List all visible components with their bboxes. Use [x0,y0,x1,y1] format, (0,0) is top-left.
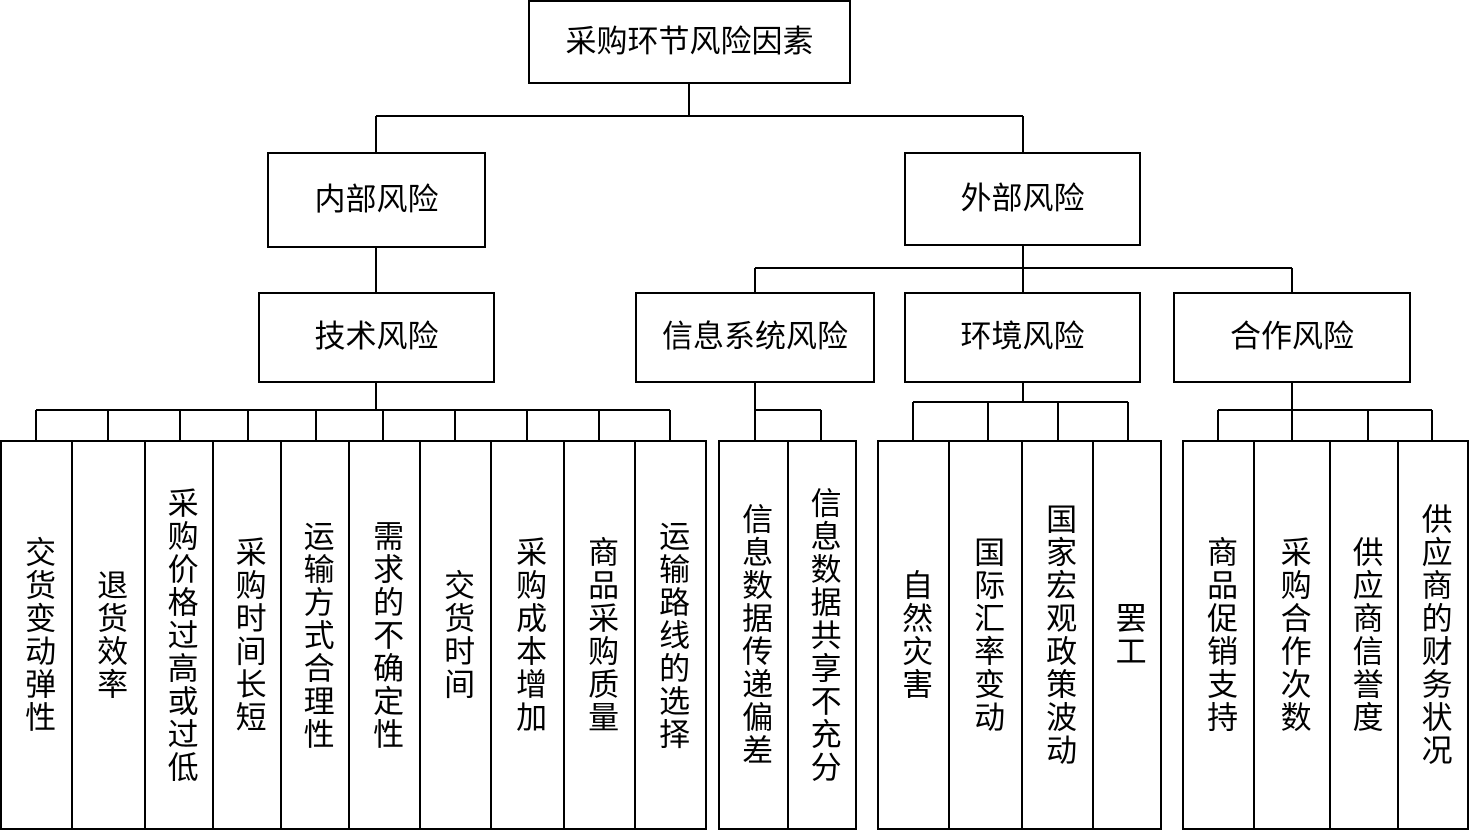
cooperation-risk-node: 合作风险 [1173,292,1411,383]
coop-leaf-label: 商品促销支持 [1201,536,1238,734]
root-node: 采购环节风险因素 [528,0,851,84]
env-leaf-label: 国家宏观政策波动 [1040,503,1077,767]
external-risk-node: 外部风险 [904,152,1141,246]
env-leaf: 罢工 [1092,440,1162,830]
internal-risk-node: 内部风险 [267,152,486,248]
env-leaf-label: 国际汇率变动 [968,536,1005,734]
tech-leaf-label: 交货时间 [438,569,475,701]
coop-leaf-label: 采购合作次数 [1274,536,1311,734]
coop-leaf-label: 供应商的财务状况 [1415,503,1452,767]
tech-leaf-label: 采购价格过高或过低 [161,486,198,784]
tech-leaf: 运输方式合理性 [280,440,350,830]
env-leaf: 国家宏观政策波动 [1021,440,1094,830]
tech-leaf: 需求的不确定性 [348,440,421,830]
coop-leaf: 商品促销支持 [1182,440,1255,830]
coop-leaf: 供应商的财务状况 [1397,440,1469,830]
tech-leaf: 采购成本增加 [490,440,565,830]
tech-leaf: 运输路线的选择 [634,440,707,830]
tech-leaf: 退货效率 [71,440,146,830]
coop-leaf: 采购合作次数 [1253,440,1331,830]
env-leaf: 自然灾害 [877,440,950,830]
tech-leaf: 采购价格过高或过低 [144,440,214,830]
env-leaf-label: 自然灾害 [896,569,933,701]
tech-leaf-label: 运输方式合理性 [297,519,334,751]
tech-leaf: 交货时间 [419,440,492,830]
tech-leaf-label: 交货变动弹性 [19,536,56,734]
tech-leaf-label: 退货效率 [91,569,128,701]
tech-leaf: 采购时间长短 [212,440,282,830]
tech-leaf-label: 需求的不确定性 [367,519,404,751]
environment-risk-label: 环境风险 [960,319,1085,355]
info-leaf-label: 信息数据共享不充分 [804,486,841,784]
internal-risk-label: 内部风险 [314,181,439,218]
info-leaf: 信息数据共享不充分 [787,440,857,830]
info-system-risk-label: 信息系统风险 [662,319,848,355]
tech-leaf-label: 商品采购质量 [582,536,619,734]
info-leaf: 信息数据传递偏差 [718,440,789,830]
external-risk-label: 外部风险 [960,180,1085,217]
env-leaf-label: 罢工 [1109,602,1146,668]
tech-leaf: 商品采购质量 [563,440,636,830]
tech-leaf: 交货变动弹性 [0,440,73,830]
coop-leaf: 供应商信誉度 [1329,440,1399,830]
info-leaf-label: 信息数据传递偏差 [736,503,773,767]
environment-risk-node: 环境风险 [904,292,1141,383]
env-leaf: 国际汇率变动 [948,440,1023,830]
cooperation-risk-label: 合作风险 [1230,319,1354,355]
tech-risk-node: 技术风险 [258,292,495,383]
info-system-risk-node: 信息系统风险 [635,292,875,383]
tech-risk-label: 技术风险 [314,319,439,355]
tech-leaf-label: 运输路线的选择 [653,519,690,751]
coop-leaf-label: 供应商信誉度 [1346,536,1383,734]
tech-leaf-label: 采购时间长短 [229,536,266,734]
root-label: 采购环节风险因素 [565,23,814,60]
tech-leaf-label: 采购成本增加 [510,536,547,734]
